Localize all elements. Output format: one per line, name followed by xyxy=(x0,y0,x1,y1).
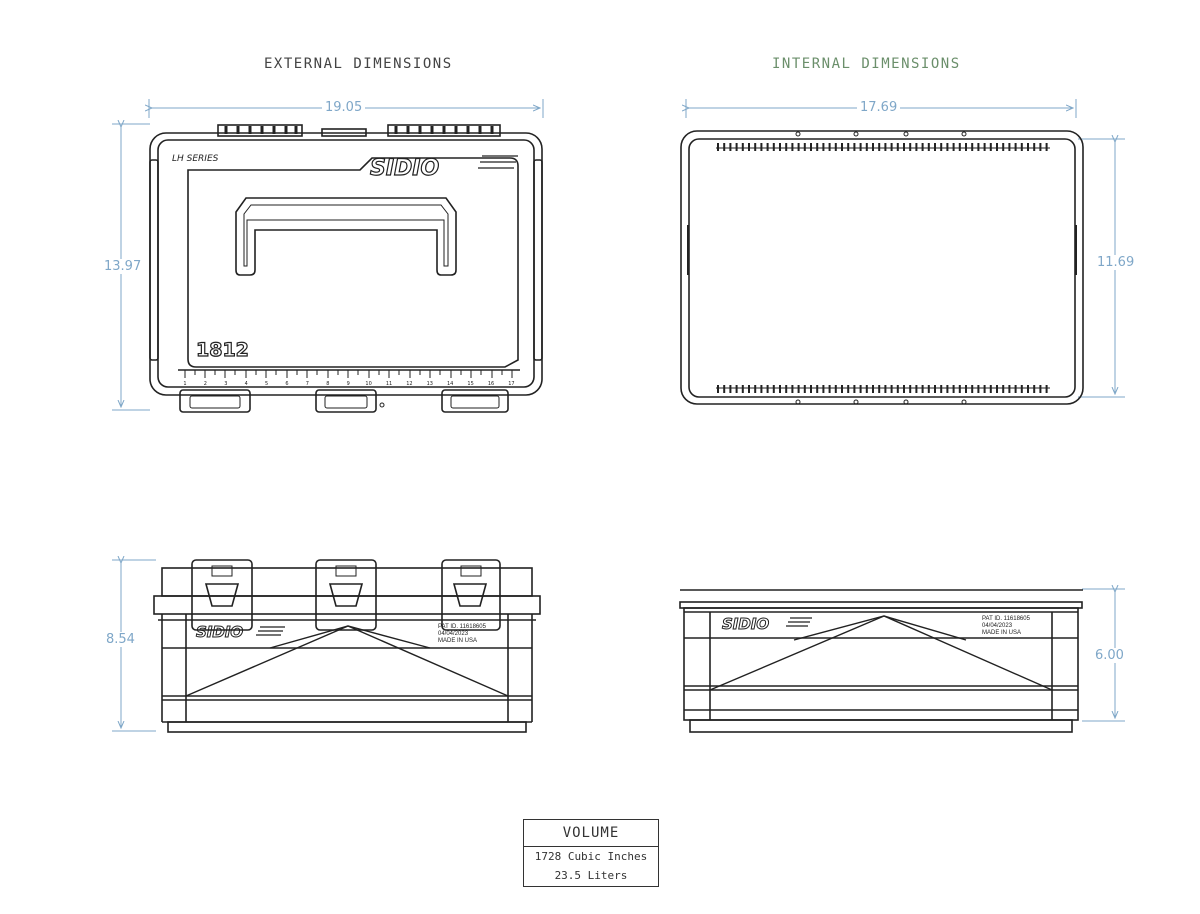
brand-logo-internal-side: SIDIO xyxy=(722,615,769,633)
external-side-height-label: 8.54 xyxy=(103,632,138,647)
internal-side-height-label: 6.00 xyxy=(1092,648,1127,663)
volume-liters: 23.5 Liters xyxy=(554,869,628,882)
internal-top-view xyxy=(680,99,1125,405)
made-in-internal: MADE IN USA xyxy=(982,630,1021,636)
ruler-number: 12 xyxy=(406,381,412,387)
model-number: 1812 xyxy=(196,339,249,361)
ruler-number: 14 xyxy=(447,381,453,387)
ruler-number: 17 xyxy=(508,381,514,387)
ruler-number: 11 xyxy=(386,381,392,387)
brand-logo-top: SIDIO xyxy=(370,156,439,181)
ruler-number: 9 xyxy=(347,381,350,387)
ruler-number: 8 xyxy=(326,381,329,387)
external-side-view xyxy=(112,560,541,733)
external-height-label: 13.97 xyxy=(101,259,145,274)
ruler-number: 3 xyxy=(224,381,227,387)
ruler-number: 4 xyxy=(245,381,248,387)
ruler-number: 15 xyxy=(467,381,473,387)
ruler-number: 13 xyxy=(427,381,433,387)
volume-cubic-inches: 1728 Cubic Inches xyxy=(534,850,648,863)
ruler-number: 10 xyxy=(365,381,371,387)
series-label: LH SERIES xyxy=(172,154,219,164)
date-internal: 04/04/2023 xyxy=(982,623,1013,629)
pat-id-external: PAT ID. 11618605 xyxy=(438,624,487,630)
date-external: 04/04/2023 xyxy=(438,631,469,637)
ruler-number: 2 xyxy=(204,381,207,387)
ruler-number: 6 xyxy=(285,381,288,387)
pat-id-internal: PAT ID. 11618605 xyxy=(982,616,1031,622)
volume-header: VOLUME xyxy=(524,820,658,847)
external-width-label: 19.05 xyxy=(322,100,366,115)
internal-height-label: 11.69 xyxy=(1094,255,1138,270)
made-in-external: MADE IN USA xyxy=(438,638,477,644)
internal-side-view xyxy=(679,589,1125,733)
volume-box: VOLUME 1728 Cubic Inches 23.5 Liters xyxy=(523,819,659,887)
ruler-number: 1 xyxy=(183,381,186,387)
ruler-number: 7 xyxy=(306,381,309,387)
internal-dimensions-title: INTERNAL DIMENSIONS xyxy=(772,56,961,72)
internal-width-label: 17.69 xyxy=(857,100,901,115)
external-top-view xyxy=(112,99,544,413)
ruler-number: 5 xyxy=(265,381,268,387)
external-dimensions-title: EXTERNAL DIMENSIONS xyxy=(264,56,453,72)
ruler-number: 16 xyxy=(488,381,494,387)
brand-logo-external-side: SIDIO xyxy=(196,623,243,641)
